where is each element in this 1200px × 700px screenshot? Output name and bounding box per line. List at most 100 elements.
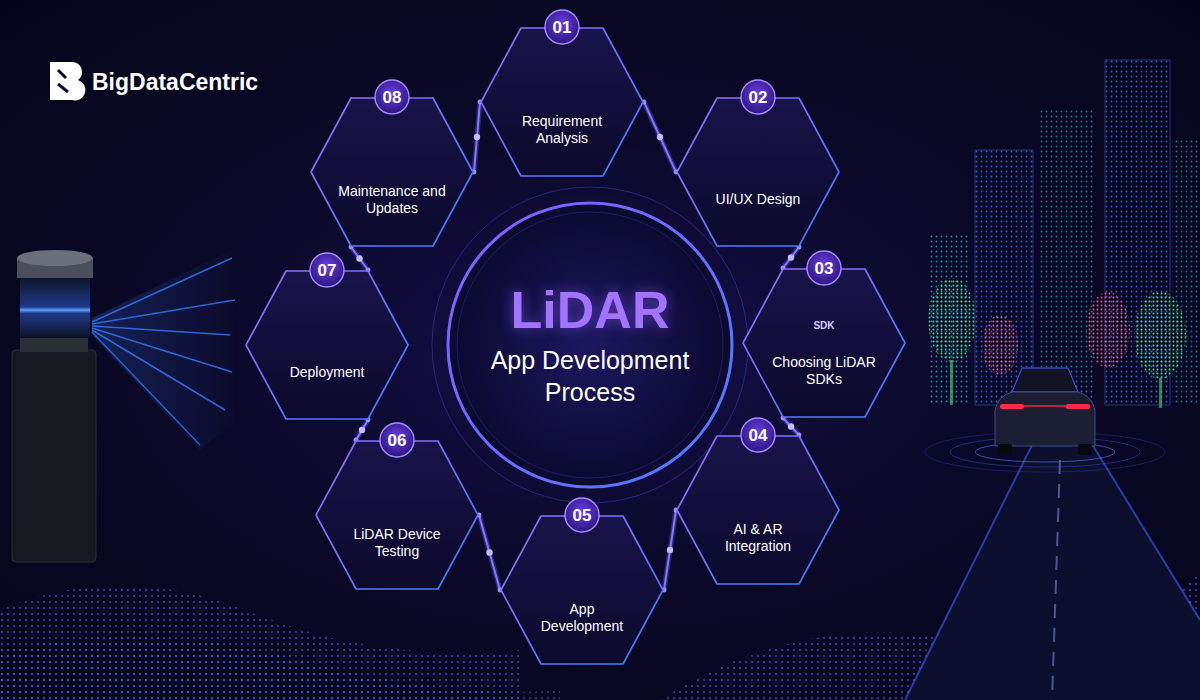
glow-ring [432, 187, 748, 503]
callout-number: 08 [383, 89, 402, 106]
title-circle-inner-glow [457, 212, 723, 478]
step-hexagon-shape [311, 98, 473, 246]
callout-number: 01 [553, 19, 572, 36]
logo-text: BigDataCentric [92, 69, 258, 95]
ring-connector-group [662, 508, 679, 593]
ring-connector-glow [351, 247, 368, 270]
icon-text: SDK [813, 320, 834, 331]
ring-connector-glow [479, 515, 500, 590]
number-badge [545, 10, 579, 44]
device-lens [20, 276, 90, 338]
step-label: Choosing LiDAR SDKs [770, 354, 878, 388]
callout-number: 02 [749, 89, 768, 106]
building-outline [975, 150, 1033, 405]
step-label-holder: Deployment [245, 364, 409, 381]
ring-connector-group [349, 245, 371, 273]
step-label: App Development [528, 601, 636, 635]
step-label: Requirement Analysis [508, 113, 616, 147]
point-cloud-tree [928, 278, 976, 362]
step-hexagon-shape [246, 271, 408, 419]
point-cloud-tree [1134, 291, 1186, 379]
badge-holder: 04 [740, 417, 776, 453]
device-base [12, 350, 96, 562]
device-neck [20, 336, 88, 352]
ring-connector-group [642, 100, 679, 175]
number-badge [380, 423, 414, 457]
tail-light [1000, 404, 1024, 409]
connector-dot [359, 427, 365, 433]
device-cap [17, 250, 93, 266]
ring-connector [356, 420, 368, 440]
step-label-holder: Maintenance and Updates [310, 183, 474, 217]
ring-connector [664, 510, 676, 590]
title-big-text: LiDAR [511, 282, 670, 339]
ring-connector-glow [356, 420, 368, 440]
step-hexagon-shape [677, 436, 839, 584]
dotted-terrain [0, 637, 560, 700]
ring-connector-glow [474, 102, 480, 172]
logo-cut [58, 70, 68, 92]
laser-fan [92, 250, 235, 450]
badge-holder: 07 [309, 252, 345, 288]
step-label: Maintenance and Updates [338, 183, 446, 217]
ring-connector [351, 247, 368, 270]
ring-connector-group [781, 245, 802, 271]
ring-connector-group [354, 418, 371, 443]
ring-connector-glow [664, 510, 676, 590]
badge-holder: 08 [374, 79, 410, 115]
process-hexagon: 07Deployment [245, 252, 409, 420]
car-body [995, 392, 1095, 446]
step-label: AI & AR Integration [704, 521, 812, 555]
step-hexagon-shape [743, 269, 905, 417]
title-sub-text: App Development Process [480, 345, 700, 408]
process-hexagon: 04 AI & AR Integration [676, 417, 840, 585]
title-text-group: LiDAR App Development Process [445, 200, 735, 490]
step-hexagon-shape [481, 28, 643, 176]
process-hexagon: 06LiDAR Device Testing [315, 422, 479, 590]
tree-trunk [1159, 378, 1162, 408]
process-hexagon: 01Requirement Analysis [480, 9, 644, 177]
car-wheel [1078, 444, 1092, 455]
connector-dot [356, 255, 362, 261]
ring-connector-glow [644, 102, 676, 172]
point-cloud-building [1040, 110, 1095, 405]
number-badge [375, 80, 409, 114]
ring-connector [474, 102, 480, 172]
ring-connector [479, 515, 500, 590]
step-label-holder: UI/UX Design [676, 191, 840, 208]
number-badge [310, 253, 344, 287]
ring-connector-group [477, 513, 503, 593]
callout-number: 04 [749, 427, 768, 444]
connector-dot [474, 134, 480, 140]
callout-number: 07 [318, 262, 337, 279]
lane-marking [1052, 460, 1060, 700]
callout-number: 06 [388, 432, 407, 449]
ring-connector [783, 418, 799, 435]
point-cloud-tree [1086, 292, 1130, 368]
ring-connector-glow [783, 418, 799, 435]
tree-trunk [950, 360, 953, 405]
badge-holder: 01 [544, 9, 580, 45]
title-circle-outline [445, 200, 735, 490]
step-hexagon-shape [677, 98, 839, 246]
badge-holder: 03 [806, 250, 842, 286]
ring-connector-group [472, 100, 483, 175]
logo-icon [50, 62, 85, 100]
number-badge [741, 80, 775, 114]
connector-dot [486, 549, 492, 555]
process-hexagon: 08Maintenance and Updates [310, 79, 474, 247]
badge-holder: 05 [564, 497, 600, 533]
light-bar [1024, 405, 1066, 407]
step-label-holder: LiDAR Device Testing [315, 526, 479, 560]
laser-beam [92, 332, 200, 445]
step-label: LiDAR Device Testing [343, 526, 451, 560]
callout-number: 05 [573, 507, 592, 524]
ring-connector-glow [783, 247, 799, 268]
logo-text-holder: BigDataCentric [92, 69, 258, 96]
number-badge [807, 251, 841, 285]
step-label-holder: Requirement Analysis [480, 113, 644, 147]
point-cloud-tree [982, 315, 1018, 375]
number-badge [565, 498, 599, 532]
